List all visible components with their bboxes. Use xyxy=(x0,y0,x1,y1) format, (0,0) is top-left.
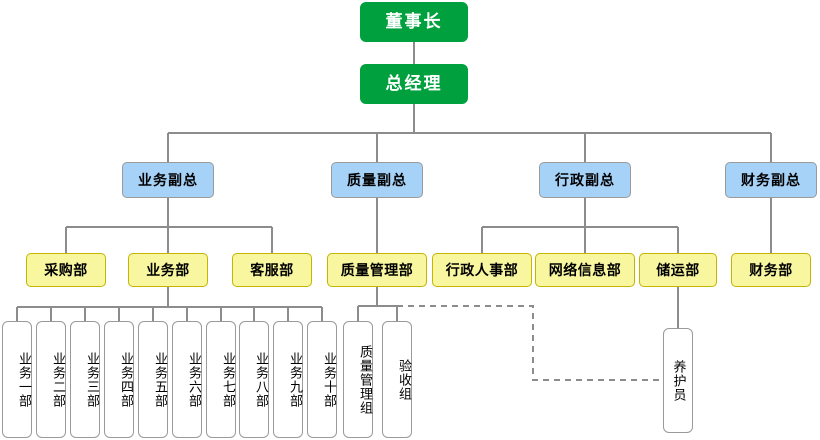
node-vp-business-label: 业务副总 xyxy=(138,171,198,188)
node-dept-finance-label: 财务部 xyxy=(749,261,793,278)
node-team-business-3-label: 业务三部 xyxy=(85,351,100,408)
node-dept-quality-management[interactable]: 质量管理部 xyxy=(327,253,427,287)
node-dept-customer-service-label: 客服部 xyxy=(250,261,294,278)
node-dept-purchasing-label: 采购部 xyxy=(44,261,88,278)
node-team-maintainer-label: 养护员 xyxy=(671,359,687,402)
node-team-quality-group[interactable]: 质量管理组 xyxy=(343,321,373,438)
node-team-acceptance-group-label: 验收组 xyxy=(397,358,412,401)
node-team-business-3[interactable]: 业务三部 xyxy=(70,321,100,438)
node-vp-finance[interactable]: 财务副总 xyxy=(725,162,817,198)
node-team-business-4[interactable]: 业务四部 xyxy=(104,321,134,438)
node-team-acceptance-group[interactable]: 验收组 xyxy=(382,321,412,438)
node-team-business-4-label: 业务四部 xyxy=(119,351,134,408)
node-dept-purchasing[interactable]: 采购部 xyxy=(26,253,106,287)
node-chairman[interactable]: 董事长 xyxy=(360,2,468,42)
node-dept-admin-hr[interactable]: 行政人事部 xyxy=(432,253,532,287)
node-dept-customer-service[interactable]: 客服部 xyxy=(232,253,312,287)
node-chairman-label: 董事长 xyxy=(385,12,443,32)
node-team-business-5[interactable]: 业务五部 xyxy=(138,321,168,438)
node-vp-admin[interactable]: 行政副总 xyxy=(539,162,631,198)
node-team-business-10-label: 业务十部 xyxy=(322,351,337,408)
node-team-business-8-label: 业务八部 xyxy=(254,351,269,408)
node-vp-quality-label: 质量副总 xyxy=(347,171,407,188)
node-dept-business-label: 业务部 xyxy=(146,261,190,278)
node-team-business-9-label: 业务九部 xyxy=(288,351,303,408)
node-dept-finance[interactable]: 财务部 xyxy=(731,253,811,287)
node-dept-network-info[interactable]: 网络信息部 xyxy=(535,253,635,287)
node-team-business-5-label: 业务五部 xyxy=(153,351,168,408)
node-vp-admin-label: 行政副总 xyxy=(555,171,615,188)
node-general-manager[interactable]: 总经理 xyxy=(360,64,468,104)
node-team-business-6-label: 业务六部 xyxy=(187,351,202,408)
node-team-business-9[interactable]: 业务九部 xyxy=(273,321,303,438)
node-team-business-1[interactable]: 业务一部 xyxy=(2,321,32,438)
node-team-business-2-label: 业务二部 xyxy=(51,351,66,408)
node-dept-admin-hr-label: 行政人事部 xyxy=(445,261,519,278)
node-team-business-6[interactable]: 业务六部 xyxy=(172,321,202,438)
node-team-quality-group-label: 质量管理组 xyxy=(358,344,373,415)
node-team-business-7[interactable]: 业务七部 xyxy=(206,321,236,438)
node-general-manager-label: 总经理 xyxy=(385,74,443,94)
node-team-business-8[interactable]: 业务八部 xyxy=(239,321,269,438)
node-dept-business[interactable]: 业务部 xyxy=(128,253,208,287)
node-team-business-7-label: 业务七部 xyxy=(221,351,236,408)
connector-dashed-quality-maintainer xyxy=(397,305,662,381)
node-dept-storage-transport[interactable]: 储运部 xyxy=(639,253,717,287)
node-team-business-2[interactable]: 业务二部 xyxy=(36,321,66,438)
node-vp-business[interactable]: 业务副总 xyxy=(122,162,214,198)
node-team-business-10[interactable]: 业务十部 xyxy=(307,321,337,438)
node-dept-storage-transport-label: 储运部 xyxy=(656,261,700,278)
node-team-maintainer[interactable]: 养护员 xyxy=(663,328,693,433)
node-vp-quality[interactable]: 质量副总 xyxy=(331,162,423,198)
node-vp-finance-label: 财务副总 xyxy=(741,171,801,188)
node-team-business-1-label: 业务一部 xyxy=(17,351,32,408)
node-dept-network-info-label: 网络信息部 xyxy=(548,261,622,278)
node-dept-quality-management-label: 质量管理部 xyxy=(340,261,414,278)
